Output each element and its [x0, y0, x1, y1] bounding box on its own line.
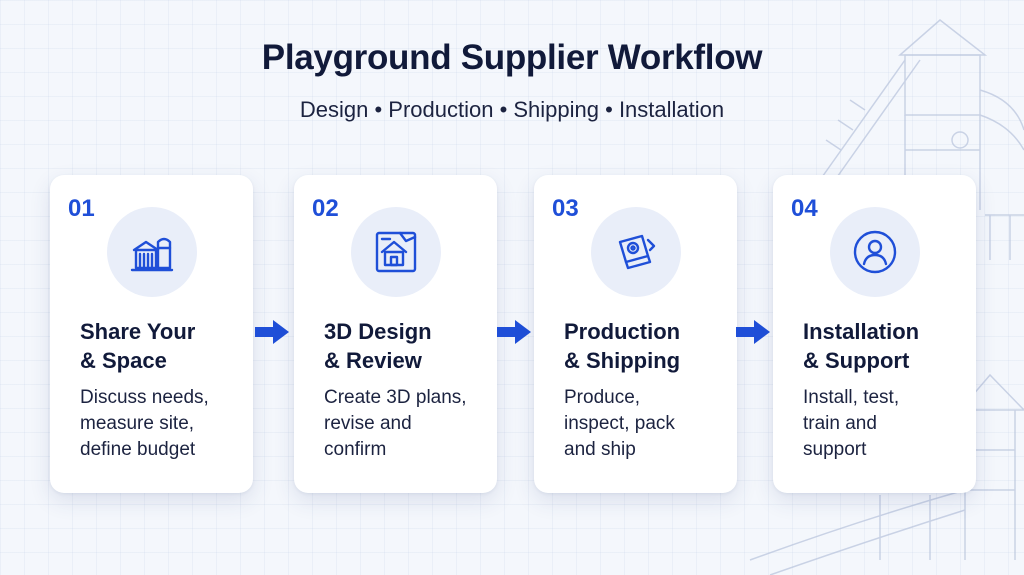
- building-silo-icon: [130, 237, 174, 272]
- arrow-right-icon: [736, 320, 770, 344]
- step-title-line: & Shipping: [564, 348, 681, 373]
- step-title-line: Production: [564, 319, 681, 344]
- page-title: Playground Supplier Workflow: [261, 38, 763, 77]
- user-support-icon: [853, 230, 897, 274]
- step-desc-line: Install, test,: [803, 387, 900, 408]
- page-subtitle: Design • Production • Shipping • Install…: [299, 97, 725, 122]
- icon-circle: [830, 207, 920, 297]
- step-number: 01: [68, 195, 95, 222]
- step-desc-line: Create 3D plans,: [324, 387, 467, 408]
- arrow-right-icon: [497, 320, 531, 344]
- step-title-line: & Support: [803, 348, 910, 373]
- step-title-line: Installation: [803, 319, 920, 344]
- step-desc-line: and ship: [564, 439, 636, 460]
- arrow-right-icon: [255, 320, 289, 344]
- step-desc-line: revise and: [324, 413, 412, 434]
- step-title-line: Share Your: [80, 319, 196, 344]
- step-card-3: 03 Production & Shipping Produce, inspec…: [534, 175, 737, 493]
- step-title-line: 3D Design: [324, 319, 432, 344]
- step-card-2: 02 3D Design & Review Create 3D plans, r…: [294, 175, 497, 493]
- step-title: Share Your & Space: [80, 317, 248, 375]
- step-card-1: 01 Share Your & Space Discuss needs, mea…: [50, 175, 253, 493]
- step-number: 02: [312, 195, 339, 222]
- house-blueprint-icon: [375, 231, 417, 273]
- step-description: Produce, inspect, pack and ship: [564, 385, 732, 463]
- step-desc-line: Produce,: [564, 387, 641, 408]
- step-desc-line: define budget: [80, 439, 196, 460]
- step-desc-line: support: [803, 439, 867, 460]
- step-title: 3D Design & Review: [324, 317, 492, 375]
- step-desc-line: measure site,: [80, 413, 195, 434]
- icon-circle: [107, 207, 197, 297]
- step-number: 03: [552, 195, 579, 222]
- production-panels-icon: [618, 234, 656, 270]
- step-description: Install, test, train and support: [803, 385, 971, 463]
- step-desc-line: confirm: [324, 439, 387, 460]
- icon-circle: [591, 207, 681, 297]
- step-description: Create 3D plans, revise and confirm: [324, 385, 492, 463]
- step-description: Discuss needs, measure site, define budg…: [80, 385, 248, 463]
- step-card-4: 04 Installation & Support Install, test,…: [773, 175, 976, 493]
- step-title-line: & Review: [324, 348, 422, 373]
- step-number: 04: [791, 195, 818, 222]
- step-title-line: & Space: [80, 348, 167, 373]
- step-title: Installation & Support: [803, 317, 971, 375]
- step-desc-line: Discuss needs,: [80, 387, 209, 408]
- step-title: Production & Shipping: [564, 317, 732, 375]
- step-desc-line: inspect, pack: [564, 413, 675, 434]
- step-desc-line: train and: [803, 413, 877, 434]
- icon-circle: [351, 207, 441, 297]
